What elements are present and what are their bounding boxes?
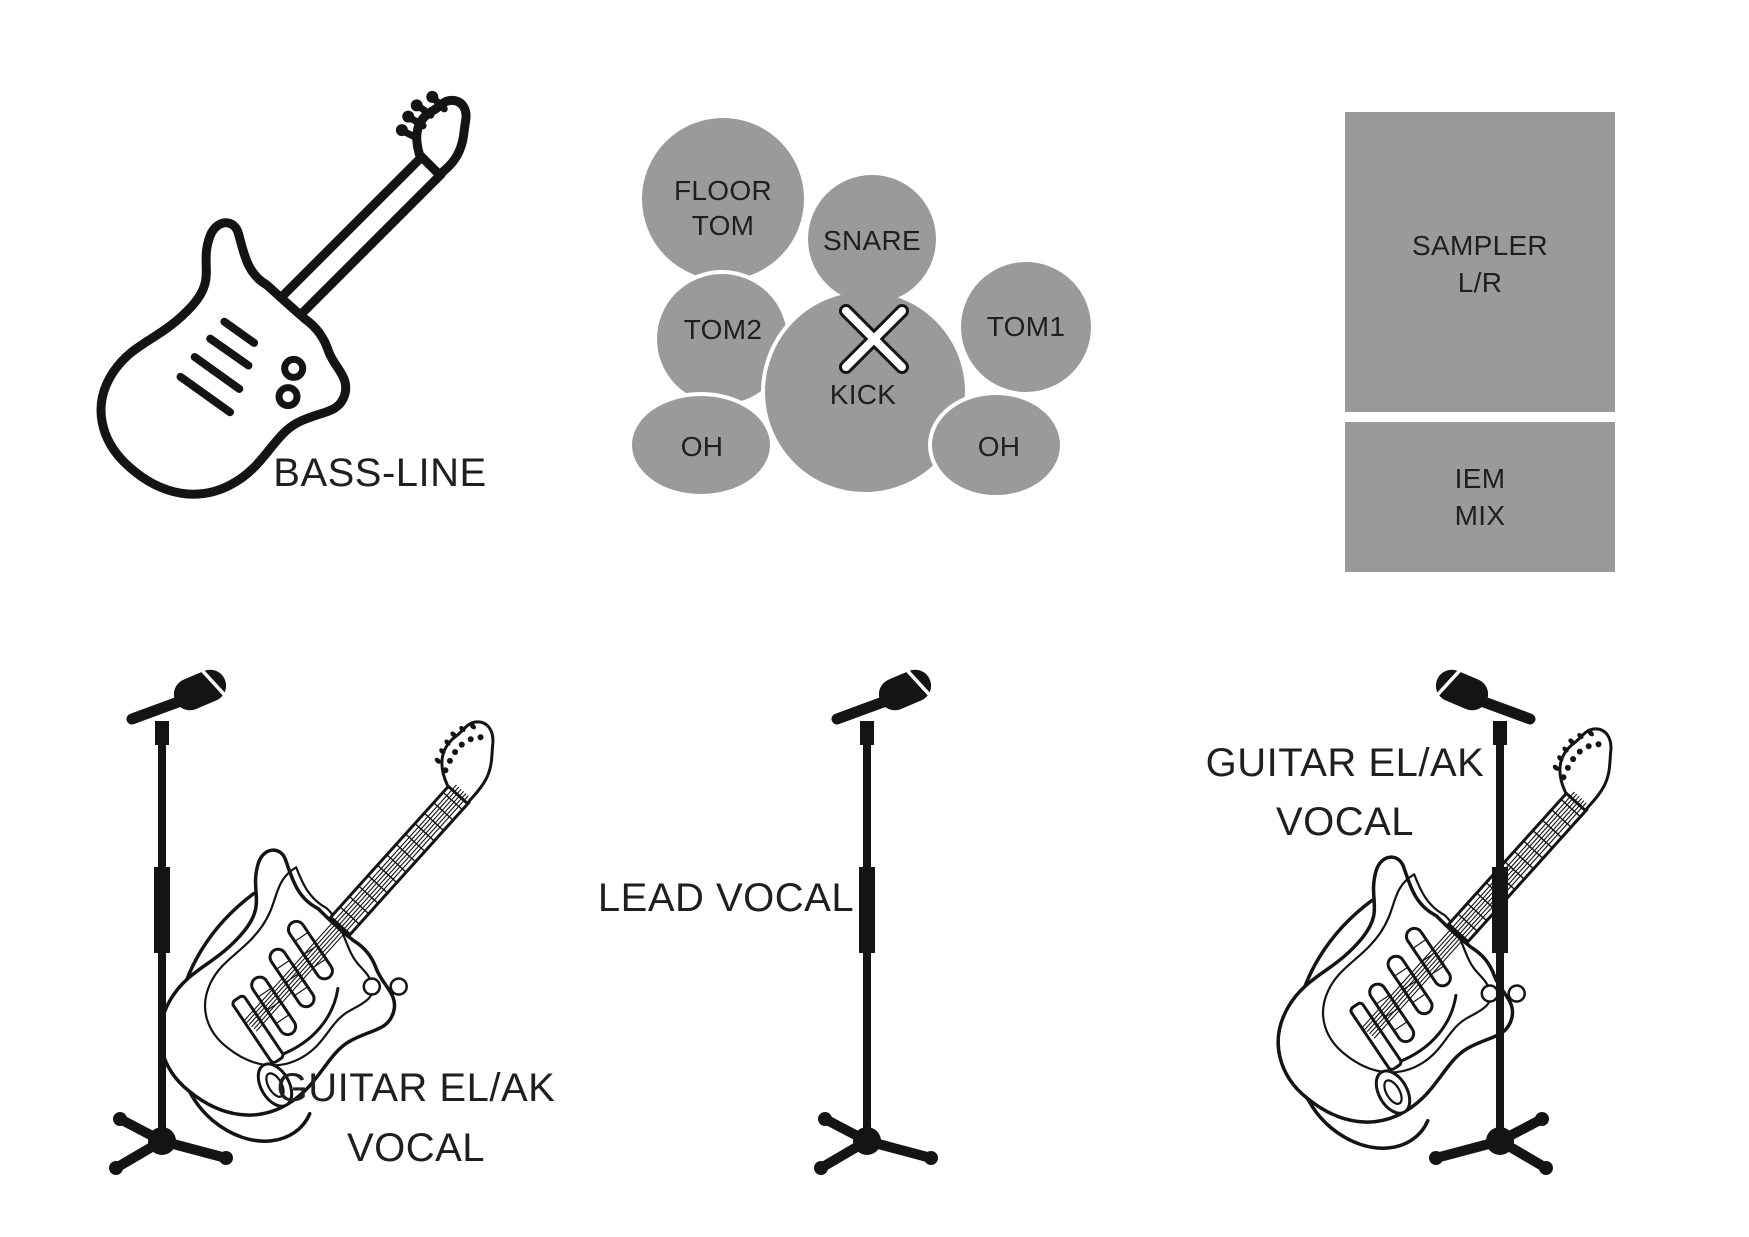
drumsticks-icon	[839, 304, 909, 374]
overhead-right-label: OH	[978, 431, 1021, 462]
kick-label: KICK	[830, 379, 897, 410]
drum-kit-diagram: FLOOR TOM SNARE TOM2 TOM1 KICK OH OH	[628, 114, 1095, 499]
tom1-label: TOM1	[987, 311, 1065, 342]
iem-label-line1: IEM	[1455, 463, 1506, 494]
guitar-right-label-line1: GUITAR EL/AK	[1206, 741, 1485, 785]
guitar-right-label-line2: VOCAL	[1276, 800, 1414, 844]
bass-guitar-icon	[96, 90, 471, 499]
floor-tom-label-line1: FLOOR	[674, 175, 772, 206]
sampler-label-line1: SAMPLER	[1412, 230, 1548, 261]
iem-label-line2: MIX	[1455, 500, 1506, 531]
bass-label: BASS-LINE	[273, 451, 486, 495]
guitar-left-label-line1: GUITAR EL/AK	[277, 1066, 556, 1110]
tom2-label: TOM2	[684, 314, 762, 345]
overhead-left-ellipse	[628, 392, 774, 498]
guitar-left-label-line2: VOCAL	[347, 1126, 485, 1170]
lead-vocal-label: LEAD VOCAL	[598, 876, 854, 920]
floor-tom-label-line2: TOM	[692, 210, 755, 241]
overhead-right-ellipse	[928, 391, 1064, 499]
sampler-box: SAMPLER L/R	[1345, 112, 1615, 412]
iem-mix-box: IEM MIX	[1345, 422, 1615, 572]
sampler-label-line2: L/R	[1458, 267, 1502, 298]
overhead-left-label: OH	[681, 431, 724, 462]
snare-label: SNARE	[823, 225, 921, 256]
tom1-circle	[957, 258, 1095, 396]
snare-circle	[808, 175, 936, 303]
